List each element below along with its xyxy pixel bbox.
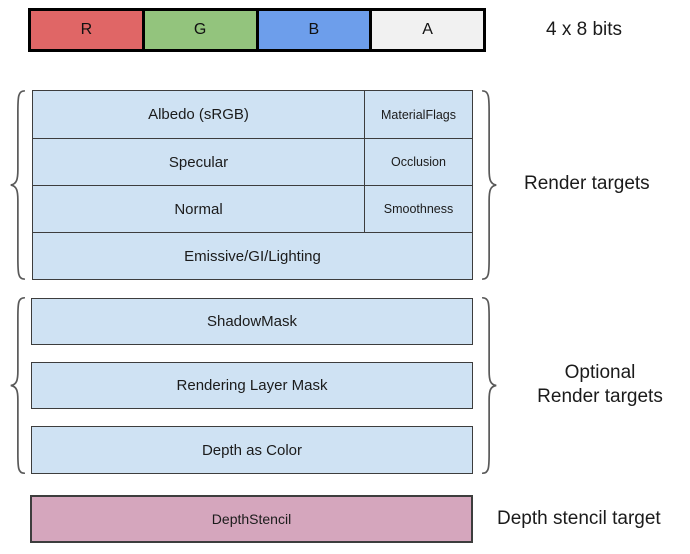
bits-annotation: 4 x 8 bits xyxy=(546,19,623,40)
depth-as-color-box: Depth as Color xyxy=(31,426,473,474)
materialflags-cell: MaterialFlags xyxy=(364,91,472,138)
optional-label-line1: Optional xyxy=(564,362,636,383)
left-brace-optional-targets-icon xyxy=(10,296,25,475)
left-brace-render-targets-icon xyxy=(10,89,25,281)
render-target-row-albedo: Albedo (sRGB) MaterialFlags xyxy=(33,91,472,138)
albedo-cell: Albedo (sRGB) xyxy=(148,106,249,123)
rgba-cell-green: G xyxy=(141,11,256,49)
rgba-cell-blue: B xyxy=(255,11,370,49)
render-target-row-normal: Normal Smoothness xyxy=(33,185,472,232)
optional-render-targets-label: Optional Render targets xyxy=(505,361,690,409)
rgba-bar: R G B A xyxy=(28,8,486,52)
smoothness-cell: Smoothness xyxy=(364,186,472,232)
rendering-layer-mask-box: Rendering Layer Mask xyxy=(31,362,473,409)
right-brace-optional-targets-icon xyxy=(482,296,497,475)
right-brace-render-targets-icon xyxy=(482,89,497,281)
specular-cell: Specular xyxy=(168,153,229,171)
render-target-row-emissive: Emissive/GI/Lighting xyxy=(33,232,472,279)
depth-stencil-target-label: Depth stencil target xyxy=(497,508,661,529)
rgba-cell-red: R xyxy=(31,11,142,49)
optional-label-line2: Render targets xyxy=(537,386,663,407)
rgba-cell-alpha: A xyxy=(369,11,483,49)
normal-cell: Normal xyxy=(174,200,223,218)
render-target-row-specular: Specular Occlusion xyxy=(33,138,472,185)
depthstencil-box: DepthStencil xyxy=(30,495,473,543)
shadowmask-box: ShadowMask xyxy=(31,298,473,345)
occlusion-cell: Occlusion xyxy=(364,139,472,185)
emissive-cell: Emissive/GI/Lighting xyxy=(184,247,321,265)
render-targets-group: Albedo (sRGB) MaterialFlags Specular Occ… xyxy=(32,90,473,280)
render-targets-label: Render targets xyxy=(524,173,650,194)
